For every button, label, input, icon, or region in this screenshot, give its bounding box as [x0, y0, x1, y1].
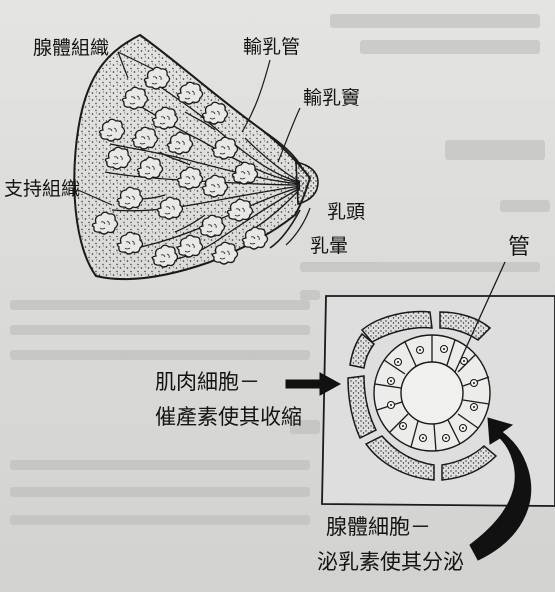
gland-cell-label: 腺體細胞－	[326, 517, 431, 538]
lactiferous-duct-label: 輸乳管	[243, 38, 300, 57]
areola-label: 乳暈	[310, 237, 348, 256]
glandular-tissue-label: 腺體組織	[33, 39, 109, 58]
duct-label: 管	[508, 237, 530, 259]
lactiferous-sinus-label: 輸乳竇	[303, 89, 360, 108]
nipple-label: 乳頭	[327, 203, 365, 222]
gland-cell-note: 泌乳素使其分泌	[317, 552, 464, 573]
muscle-cell-note: 催產素使其收縮	[155, 407, 302, 428]
supporting-tissue-label: 支持組織	[4, 180, 80, 199]
muscle-cell-label: 肌肉細胞－	[155, 372, 260, 393]
